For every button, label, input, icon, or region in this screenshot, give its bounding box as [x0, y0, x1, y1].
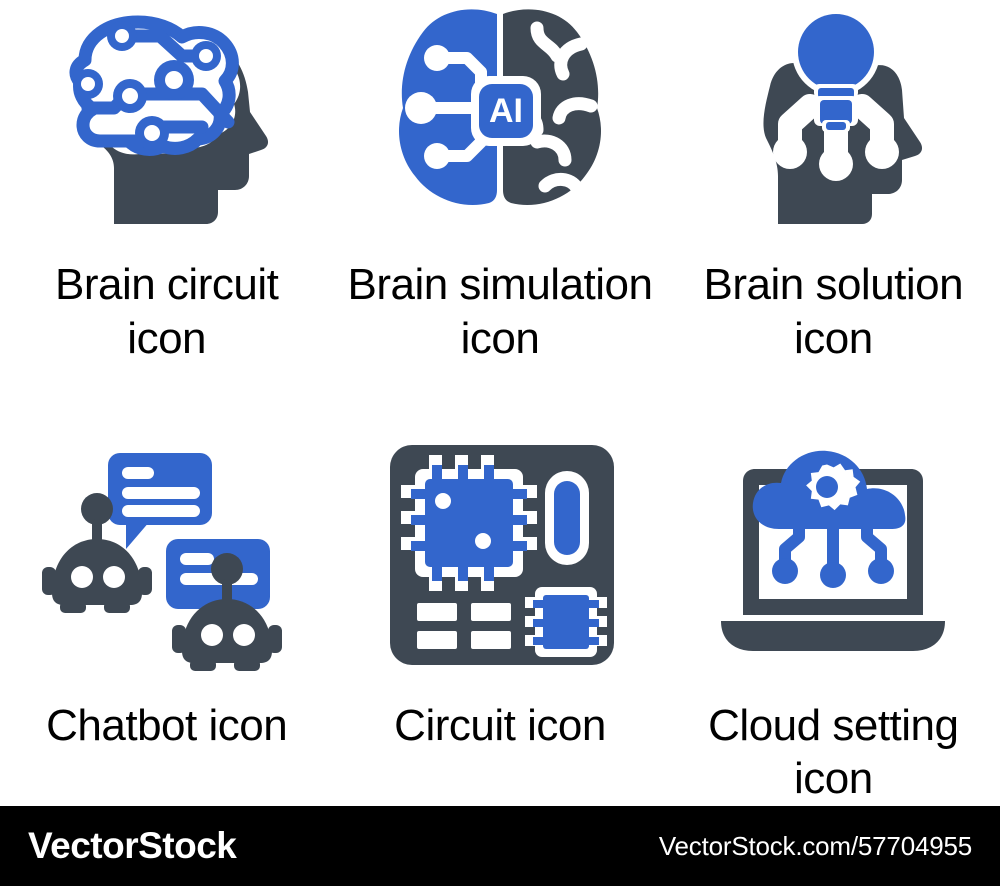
- icon-cell-cloud-setting[interactable]: Cloud setting icon: [667, 420, 1000, 806]
- capacitor: [544, 471, 589, 565]
- vectorstock-url: VectorStock.com/57704955: [658, 830, 972, 861]
- icon-caption-line1: Cloud setting: [708, 700, 959, 750]
- icon-caption-line1: Chatbot icon: [46, 701, 288, 750]
- icon-caption: Chatbot icon: [46, 699, 288, 753]
- icon-cell-circuit[interactable]: Circuit icon: [333, 420, 666, 806]
- icon-caption-line1: Brain solution: [703, 260, 964, 309]
- robot-head-right: [171, 553, 282, 671]
- robot-head-left: [41, 493, 152, 613]
- icon-cell-brain-circuit[interactable]: Brain circuit icon: [0, 0, 333, 420]
- icon-caption-line1: Brain simulation: [347, 260, 653, 309]
- icon-caption: Brain simulation icon: [347, 258, 653, 365]
- vectorstock-logo: VectorStock: [28, 825, 237, 866]
- ic-chip: [524, 587, 607, 657]
- icon-caption-line2: icon: [460, 313, 540, 363]
- icon-caption: Brain circuit icon: [54, 258, 279, 365]
- icon-grid: Brain circuit icon: [0, 0, 1000, 806]
- brain-solution-icon: [718, 0, 948, 250]
- chatbot-icon: [41, 445, 292, 685]
- speech-bubble-upper: [107, 453, 212, 549]
- circuit-icon: [385, 445, 615, 685]
- icon-caption-line1: Circuit icon: [394, 701, 606, 750]
- brain-circuit-icon: [52, 0, 282, 250]
- brain-simulation-icon: AI: [385, 0, 615, 250]
- icon-caption: Brain solution icon: [704, 258, 964, 365]
- icon-cell-brain-simulation[interactable]: AI Brain simulation icon: [333, 0, 666, 420]
- icon-cell-chatbot[interactable]: Chatbot icon: [0, 420, 333, 806]
- cpu-chip: [400, 455, 537, 591]
- ai-chip-label: AI: [489, 92, 523, 130]
- gear-icon: [806, 463, 861, 511]
- icon-caption-line2: icon: [127, 313, 207, 363]
- icon-caption-line2: icon: [793, 754, 873, 804]
- watermark-bar: VectorStock VectorStock.com/57704955: [0, 806, 1000, 886]
- icon-caption-line1: Brain circuit: [54, 260, 279, 309]
- icon-caption: Circuit icon: [394, 699, 606, 753]
- icon-caption: Cloud setting icon: [708, 699, 959, 806]
- resistor-blocks: [416, 603, 511, 649]
- icon-caption-line2: icon: [793, 313, 873, 363]
- icon-cell-brain-solution[interactable]: Brain solution icon: [667, 0, 1000, 420]
- cloud-setting-icon: [713, 445, 953, 685]
